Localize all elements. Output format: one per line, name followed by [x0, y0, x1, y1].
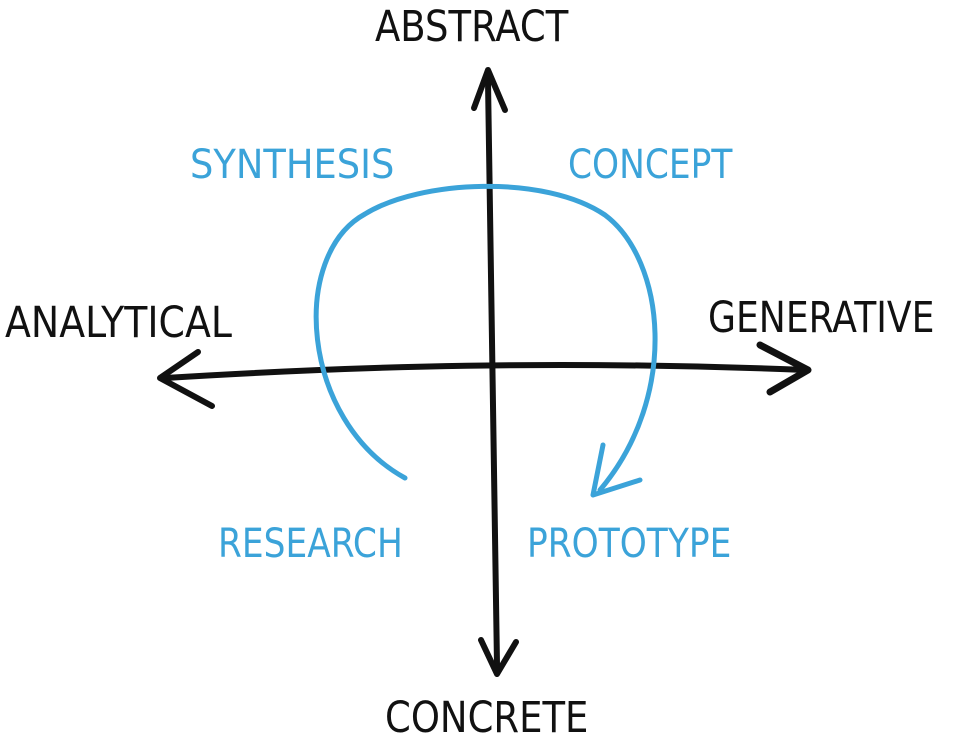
- axis-label-abstract: ABSTRACT: [375, 2, 569, 52]
- cycle-arc: [313, 183, 658, 493]
- left-arrowhead-icon: [157, 349, 215, 409]
- right-arrowhead-icon: [756, 341, 812, 396]
- vertical-axis: [485, 75, 500, 668]
- axis-label-generative: GENERATIVE: [708, 293, 935, 343]
- horizontal-axis: [162, 361, 808, 381]
- phase-label-concept: CONCEPT: [568, 142, 733, 188]
- phase-label-prototype: PROTOTYPE: [527, 521, 732, 567]
- top-arrowhead-icon: [471, 67, 508, 113]
- axis-label-concrete: CONCRETE: [385, 693, 589, 743]
- phase-label-synthesis: SYNTHESIS: [190, 142, 395, 188]
- bottom-arrowhead-icon: [478, 637, 519, 677]
- cycle-arrowhead-icon: [590, 442, 643, 498]
- axis-label-analytical: ANALYTICAL: [5, 298, 232, 348]
- phase-label-research: RESEARCH: [218, 521, 403, 567]
